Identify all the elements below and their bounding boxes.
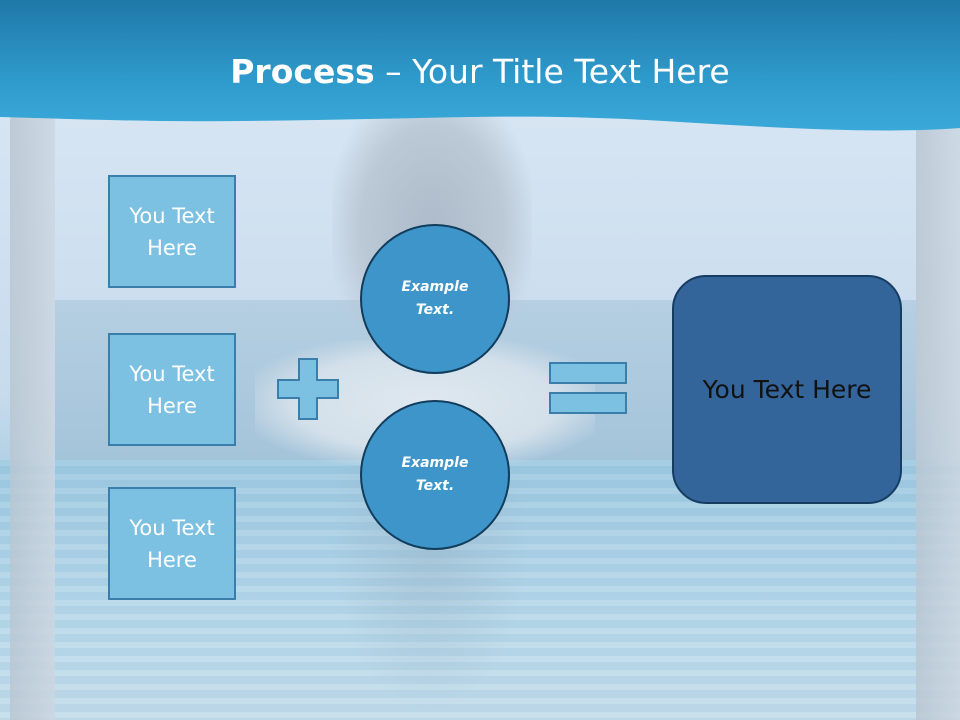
background-pillar-left [10, 110, 55, 720]
equals-icon [549, 362, 627, 414]
title-bold: Process [230, 52, 375, 91]
result-box[interactable]: You Text Here [672, 275, 902, 504]
background-pillar-right [916, 110, 960, 720]
title-rest: – Your Title Text Here [374, 52, 730, 91]
plus-icon [277, 358, 339, 420]
slide-title: Process – Your Title Text Here [0, 52, 960, 91]
header-band [0, 0, 960, 131]
result-label: You Text Here [702, 375, 872, 404]
